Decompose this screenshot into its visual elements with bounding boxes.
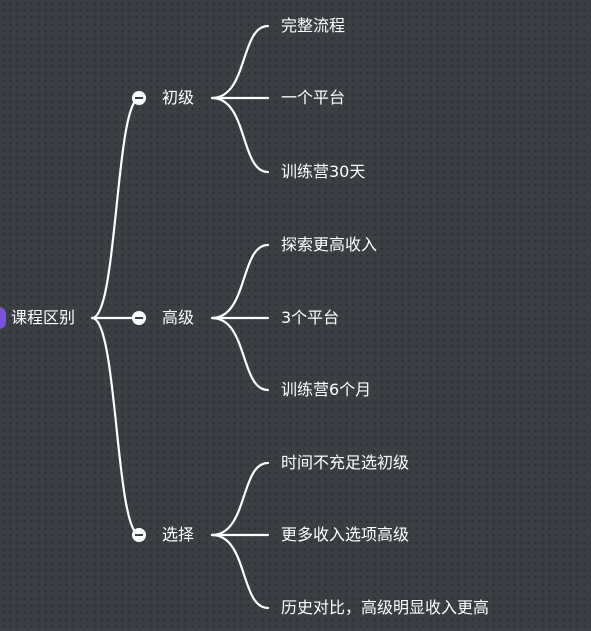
connector-branch-3-leaf-3 xyxy=(210,533,270,610)
minus-circle-icon[interactable] xyxy=(132,528,146,542)
connector-branch-2-leaf-3 xyxy=(210,316,270,392)
connector-root-branch-1 xyxy=(90,96,142,320)
connector-root-branch-3 xyxy=(90,316,142,537)
leaf-node-1-3[interactable]: 训练营30天 xyxy=(281,162,366,181)
leaf-node-1-2[interactable]: 一个平台 xyxy=(281,88,346,107)
minus-circle-icon[interactable] xyxy=(132,311,146,325)
connector-branch-1-leaf-3 xyxy=(210,96,270,174)
leaf-node-1-1[interactable]: 完整流程 xyxy=(281,16,346,35)
leaf-node-3-3[interactable]: 历史对比，高级明显收入更高 xyxy=(281,598,490,617)
leaf-node-2-2[interactable]: 3个平台 xyxy=(281,308,340,327)
leaf-node-2-1[interactable]: 探索更高收入 xyxy=(281,235,378,254)
connector-branch-2-leaf-1 xyxy=(210,243,270,320)
branch-node-1[interactable]: 初级 xyxy=(162,88,195,107)
leaf-node-2-3[interactable]: 训练营6个月 xyxy=(281,380,372,399)
connector-branch-3-leaf-1 xyxy=(210,461,270,537)
root-node-label[interactable]: 课程区别 xyxy=(11,308,76,327)
branch-node-3[interactable]: 选择 xyxy=(162,525,195,544)
minus-circle-icon[interactable] xyxy=(132,91,146,105)
connector-branch-1-leaf-1 xyxy=(210,24,270,100)
branch-node-2[interactable]: 高级 xyxy=(162,308,195,327)
leaf-node-3-1[interactable]: 时间不充足选初级 xyxy=(281,453,410,472)
leaf-node-3-2[interactable]: 更多收入选项高级 xyxy=(281,525,410,544)
root-node-marker xyxy=(0,307,6,329)
